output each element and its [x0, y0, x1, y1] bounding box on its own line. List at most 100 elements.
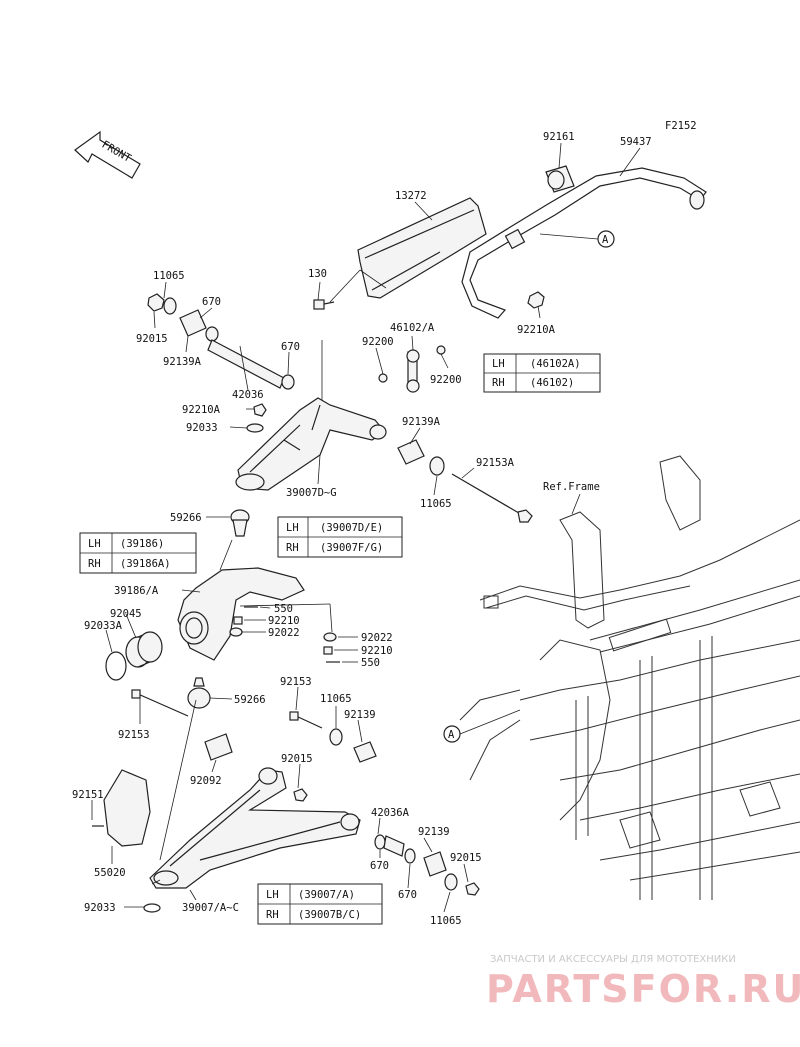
label-92139-a: 92139: [344, 709, 376, 721]
label-92139-b: 92139: [418, 826, 450, 838]
label-92153a: 92153A: [476, 457, 515, 469]
svg-text:RH: RH: [88, 558, 101, 570]
label-92200-a: 92200: [362, 336, 394, 348]
label-11065-d: 11065: [430, 915, 462, 927]
label-55020: 55020: [94, 867, 126, 879]
label-92033a: 92033A: [84, 620, 123, 632]
label-92210-b: 92210: [361, 645, 393, 657]
svg-text:A: A: [602, 234, 609, 246]
svg-text:RH: RH: [286, 542, 299, 554]
svg-text:(46102A): (46102A): [530, 358, 581, 370]
label-550-a: 550: [274, 603, 293, 615]
label-130: 130: [308, 268, 327, 280]
watermark-logo: PARTSFOR.RU: [486, 967, 800, 1011]
svg-text:RH: RH: [266, 909, 279, 921]
label-92033: 92033: [186, 422, 218, 434]
svg-text:(39186): (39186): [120, 538, 164, 550]
label-92033-b: 92033: [84, 902, 116, 914]
front-arrow-icon: FRONT: [74, 130, 141, 179]
ball-joint-upper: [230, 509, 250, 537]
svg-text:LH: LH: [88, 538, 101, 550]
svg-text:(39007/A): (39007/A): [298, 889, 355, 901]
label-92015-c: 92015: [450, 852, 482, 864]
svg-text:(46102): (46102): [530, 377, 574, 389]
label-42036a: 42036A: [371, 807, 410, 819]
label-92022-a: 92022: [268, 627, 300, 639]
label-46102a: 46102/A: [390, 322, 435, 334]
figure-code: F2152: [665, 120, 697, 132]
lower-pivot-parts: [131, 689, 377, 802]
label-92210-a: 92210: [268, 615, 300, 627]
label-39007a-c: 39007/A~C: [182, 902, 239, 914]
label-670-b: 670: [281, 341, 300, 353]
label-92092: 92092: [190, 775, 222, 787]
table-lower-arm: LH (39007/A) RH (39007B/C): [257, 883, 383, 925]
label-11065-c: 11065: [320, 693, 352, 705]
label-42036: 42036: [232, 389, 264, 401]
lower-rear-bushing-set: [374, 834, 480, 896]
bushing-92161: [545, 165, 575, 193]
svg-text:(39186A): (39186A): [120, 558, 171, 570]
watermark: ЗАПЧАСТИ И АКСЕССУАРЫ ДЛЯ МОТОТЕХНИКИ PA…: [486, 954, 800, 1011]
label-92022-b: 92022: [361, 632, 393, 644]
label-59437: 59437: [620, 136, 652, 148]
label-11065-a: 11065: [153, 270, 185, 282]
leader-lines: [91, 142, 641, 913]
ball-joint-lower: [187, 677, 211, 709]
svg-text:RH: RH: [492, 377, 505, 389]
label-92139a-a: 92139A: [163, 356, 202, 368]
upper-pivot-parts: [147, 293, 295, 390]
label-670-d: 670: [398, 889, 417, 901]
label-92210a-mid: 92210A: [182, 404, 221, 416]
ref-marker-a-bottom: A: [443, 709, 521, 743]
label-92153-b: 92153: [118, 729, 150, 741]
bracket-13272: [357, 197, 487, 299]
upper-a-arm: [235, 397, 387, 491]
label-11065-b: 11065: [420, 498, 452, 510]
label-92210a-top: 92210A: [517, 324, 556, 336]
watermark-line1: ЗАПЧАСТИ И АКСЕССУАРЫ ДЛЯ МОТОТЕХНИКИ: [490, 954, 736, 965]
label-39186a: 39186/A: [114, 585, 159, 597]
table-stabilizer-link: LH (46102A) RH (46102): [483, 353, 601, 393]
label-92015-a: 92015: [136, 333, 168, 345]
label-59266-a: 59266: [170, 512, 202, 524]
upper-rear-bushing-set: [397, 439, 533, 523]
label-39007d-g: 39007D~G: [286, 487, 337, 499]
bearing-and-clip: [105, 631, 163, 681]
stabilizer-bar: [461, 167, 707, 319]
svg-text:LH: LH: [492, 358, 505, 370]
reference-frame-sketch: [459, 455, 800, 900]
svg-text:LH: LH: [286, 522, 299, 534]
svg-text:(39007F/G): (39007F/G): [320, 542, 383, 554]
ref-marker-a-top: A: [539, 230, 615, 248]
label-59266-b: 59266: [234, 694, 266, 706]
label-92151: 92151: [72, 789, 104, 801]
table-knuckle: LH (39186) RH (39186A): [79, 532, 197, 574]
nut-92210A-top: [527, 291, 545, 309]
label-92015-b: 92015: [281, 753, 313, 765]
svg-text:(39007D/E): (39007D/E): [320, 522, 383, 534]
label-ref-frame: Ref.Frame: [543, 481, 600, 493]
bolt-130: [313, 299, 335, 310]
svg-text:LH: LH: [266, 889, 279, 901]
guard-55020: [92, 769, 151, 847]
label-92200-b: 92200: [430, 374, 462, 386]
label-550-b: 550: [361, 657, 380, 669]
label-92161: 92161: [543, 131, 575, 143]
part-labels: 92161 59437 13272 130 92210A 11065 670 9…: [72, 131, 652, 927]
svg-text:A: A: [448, 729, 455, 741]
table-upper-arm: LH (39007D/E) RH (39007F/G): [277, 516, 403, 558]
lower-a-arm: [143, 767, 361, 913]
label-92153-a: 92153: [280, 676, 312, 688]
label-13272: 13272: [395, 190, 427, 202]
label-670-c: 670: [370, 860, 389, 872]
steering-knuckle: [177, 567, 305, 661]
label-92045: 92045: [110, 608, 142, 620]
label-92139a-b: 92139A: [402, 416, 441, 428]
knuckle-hardware: [229, 606, 340, 663]
stabilizer-link-46102: [378, 345, 446, 393]
label-670-a: 670: [202, 296, 221, 308]
svg-text:(39007B/C): (39007B/C): [298, 909, 361, 921]
